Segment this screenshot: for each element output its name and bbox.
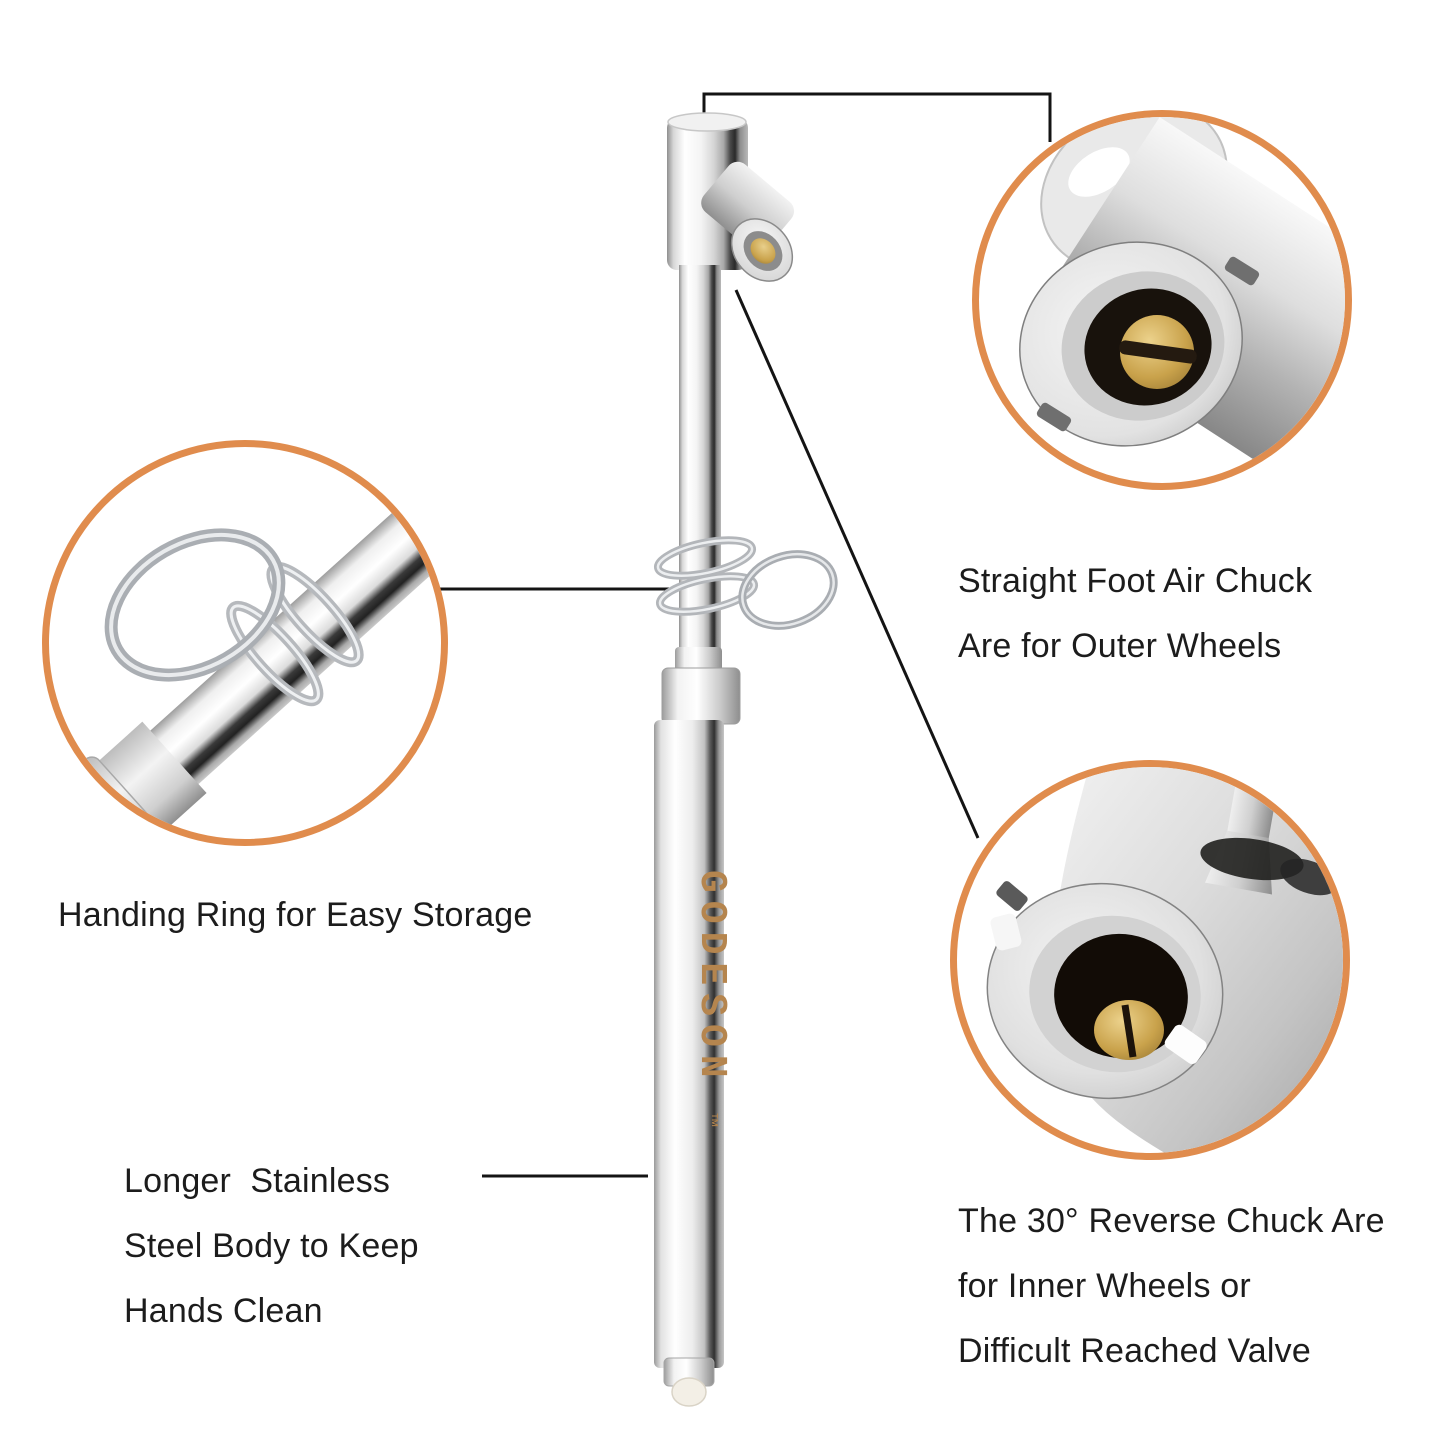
label-line: The 30° Reverse Chuck Are xyxy=(958,1202,1385,1240)
gauge-ring-clip xyxy=(653,536,759,616)
label-line: Longer Stainless xyxy=(124,1162,391,1200)
label-line: Handing Ring for Easy Storage xyxy=(58,896,533,934)
label-hanging-ring: Handing Ring for Easy Storage xyxy=(58,883,533,948)
gauge-brand-text: GODESON xyxy=(690,870,733,1086)
label-reverse-chuck: The 30° Reverse Chuck Are for Inner Whee… xyxy=(958,1189,1385,1384)
gauge-tip xyxy=(663,1357,715,1407)
callout-circle-straight-chuck xyxy=(972,110,1352,490)
tire-gauge-illustration: GODESON ™ xyxy=(653,112,838,1407)
label-line: Steel Body to Keep xyxy=(124,1227,419,1265)
label-line: Are for Outer Wheels xyxy=(958,627,1282,665)
label-straight-chuck: Straight Foot Air Chuck Are for Outer Wh… xyxy=(958,549,1312,679)
straight-chuck-photo xyxy=(1019,117,1345,483)
label-line: for Inner Wheels or xyxy=(958,1267,1251,1305)
callout-circle-reverse-chuck xyxy=(950,760,1350,1160)
label-line: Difficult Reached Valve xyxy=(958,1332,1311,1370)
callout-circle-hanging-ring xyxy=(42,440,448,846)
label-steel-body: Longer Stainless Steel Body to Keep Hand… xyxy=(124,1149,419,1344)
reverse-chuck-photo xyxy=(986,767,1343,1153)
gauge-hanging-ring xyxy=(738,550,838,630)
hanging-ring-photo xyxy=(63,481,441,839)
gauge-collar xyxy=(661,647,741,725)
leader-line-reverse-chuck xyxy=(734,289,980,839)
gauge-reverse-chuck-port xyxy=(701,161,795,282)
label-line: Hands Clean xyxy=(124,1292,323,1330)
label-line: Straight Foot Air Chuck xyxy=(958,562,1313,600)
gauge-body: GODESON ™ xyxy=(654,720,733,1368)
gauge-brand-trademark: ™ xyxy=(703,1112,720,1128)
leader-line-straight-chuck xyxy=(702,92,1052,142)
gauge-shaft xyxy=(679,265,721,660)
